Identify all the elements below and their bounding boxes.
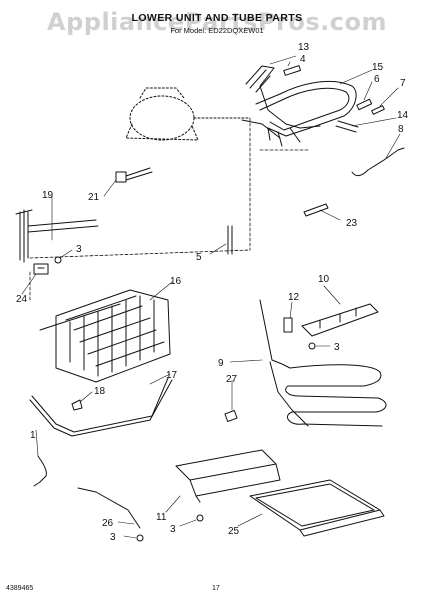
small-tube-parts	[283, 65, 385, 133]
drip-tray-11	[175, 449, 281, 503]
leader-lines	[21, 55, 401, 539]
compressor-outline	[125, 87, 251, 141]
bracket-24	[33, 263, 49, 275]
wire-harness-8	[351, 147, 405, 177]
callout-18: 18	[94, 386, 106, 397]
callout-14: 14	[397, 110, 409, 121]
callout-21: 21	[88, 192, 100, 203]
diagram-title: LOWER UNIT AND TUBE PARTS	[131, 12, 303, 24]
callout-7: 7	[400, 78, 406, 89]
callout-5: 5	[196, 252, 202, 263]
callout-26: 26	[102, 518, 114, 529]
wire-1	[33, 455, 47, 487]
callout-numbers: 13 4 15 6 7 14 8 21 19 23 3 5 24 16 10 1…	[16, 42, 409, 543]
callout-3: 3	[170, 524, 176, 535]
part-18	[71, 399, 83, 411]
watermark: AppliancePartsPros.com	[47, 8, 387, 36]
tube-5	[227, 225, 233, 255]
rod-26	[77, 487, 141, 529]
callout-8: 8	[398, 124, 404, 135]
callout-23: 23	[346, 218, 358, 229]
model-subtitle: For Model: ED22DQXEW01	[170, 26, 264, 35]
callout-10: 10	[318, 274, 330, 285]
reference-lines	[29, 117, 311, 301]
callout-19: 19	[42, 190, 54, 201]
document-code: 4389465	[6, 585, 34, 592]
callout-25: 25	[228, 526, 240, 537]
callout-3: 3	[110, 532, 116, 543]
callout-3: 3	[334, 342, 340, 353]
callout-15: 15	[372, 62, 384, 73]
callout-1: 1	[30, 430, 36, 441]
sensor-21	[115, 167, 153, 183]
part-12	[283, 317, 293, 333]
drain-tube-17	[29, 377, 173, 437]
defrost-heater-9	[259, 299, 387, 427]
drain-pan-25	[249, 479, 385, 537]
part-27	[224, 410, 238, 422]
bracket-10	[301, 303, 379, 337]
tube-assembly	[241, 65, 357, 147]
heater-19	[15, 209, 99, 263]
callout-13: 13	[298, 42, 310, 53]
evaporator-16	[39, 289, 171, 383]
callout-6: 6	[374, 74, 380, 85]
callout-24: 24	[16, 294, 28, 305]
callout-9: 9	[218, 358, 224, 369]
callout-3: 3	[76, 244, 82, 255]
page-number: 17	[212, 585, 220, 592]
clip-23	[303, 203, 329, 217]
callout-27: 27	[226, 374, 238, 385]
screws-3	[54, 256, 316, 542]
callout-4: 4	[300, 54, 306, 65]
callout-16: 16	[170, 276, 182, 287]
callout-17: 17	[166, 370, 178, 381]
callout-11: 11	[156, 512, 167, 523]
callout-12: 12	[288, 292, 300, 303]
